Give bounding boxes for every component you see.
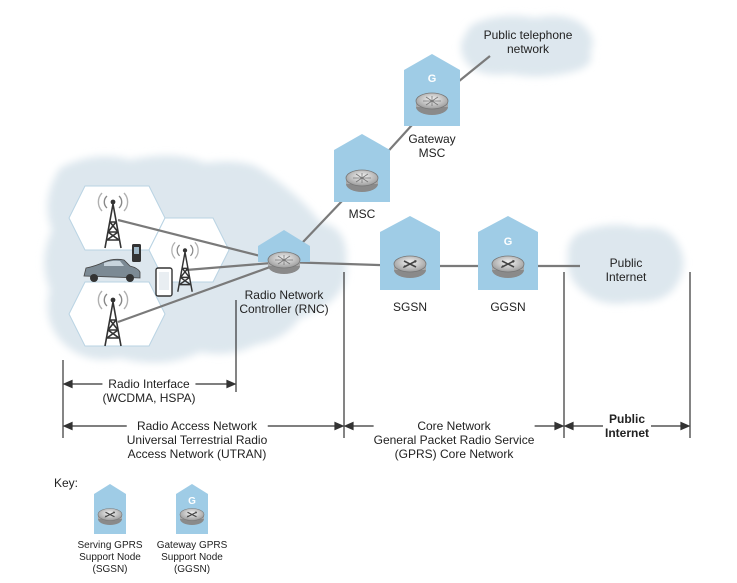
- gateway-msc-label-line1: Gateway: [408, 132, 456, 146]
- gateway-msc-label: Gateway MSC: [408, 132, 455, 160]
- link-tower1-rnc: [117, 218, 285, 264]
- key-ggsn-router-icon: [179, 508, 205, 526]
- sgsn-router-icon: [393, 255, 427, 279]
- key-sgsn-line3: (SGSN): [92, 564, 128, 575]
- car-icon: [83, 258, 141, 282]
- mobile-phone-icon: [132, 244, 141, 262]
- rnc-router-icon: [267, 251, 301, 275]
- internet-cloud-label-line1: Public: [609, 256, 643, 270]
- radio-interface-title: Radio Interface: [102, 377, 196, 391]
- internet-cloud-label: Public Internet: [606, 256, 647, 284]
- public-telephone-network-cloud: [461, 15, 593, 77]
- gateway-msc-router-icon: [415, 92, 449, 116]
- gateway-msc-g-badge: G: [428, 73, 437, 85]
- pstn-label-line1: Public telephone: [483, 28, 573, 42]
- msc-label: MSC: [348, 207, 376, 221]
- key-sgsn-label: Serving GPRS Support Node (SGSN): [77, 540, 142, 576]
- public-internet-span-line1: Public: [602, 412, 652, 426]
- public-internet-span-line2: Internet: [602, 426, 652, 440]
- key-sgsn-line1: Serving GPRS: [77, 540, 143, 551]
- ggsn-g-badge: G: [504, 236, 513, 248]
- key-ggsn-g-badge: G: [188, 496, 196, 507]
- sgsn-label: SGSN: [392, 300, 428, 314]
- public-internet-span-label: Public Internet: [602, 412, 652, 440]
- key-ggsn-line3: (GGSN): [173, 564, 211, 575]
- key-title: Key:: [54, 476, 79, 490]
- gateway-msc-house: [404, 54, 460, 126]
- link-tower3-rnc: [117, 260, 285, 324]
- key-ggsn-label: Gateway GPRS Support Node (GGSN): [157, 540, 228, 576]
- sgsn-house: [380, 216, 440, 290]
- ran-sub2: Access Network (UTRAN): [127, 447, 267, 461]
- msc-router-icon: [345, 169, 379, 193]
- ggsn-label: GGSN: [490, 300, 526, 314]
- core-sub1: General Packet Radio Service: [373, 433, 535, 447]
- rnc-label: Radio Network Controller (RNC): [239, 288, 328, 316]
- radio-interface-span-label: Radio Interface (WCDMA, HSPA): [102, 377, 196, 405]
- core-sub2: (GPRS) Core Network: [394, 447, 514, 461]
- tablet-phone-icon: [155, 267, 173, 297]
- core-title: Core Network: [373, 419, 535, 433]
- gateway-msc-label-line2: MSC: [418, 146, 446, 160]
- radio-interface-sub: (WCDMA, HSPA): [102, 391, 196, 405]
- pstn-label-line2: network: [506, 42, 550, 56]
- cell-bottom: [68, 281, 166, 347]
- internet-cloud-label-line2: Internet: [605, 270, 647, 284]
- ggsn-router-icon: [491, 255, 525, 279]
- core-span-label: Core Network General Packet Radio Servic…: [373, 419, 535, 461]
- ran-sub1: Universal Terrestrial Radio: [126, 433, 268, 447]
- cell-hexagons: [68, 185, 230, 347]
- pstn-label: Public telephone network: [484, 28, 573, 56]
- key-ggsn-line1: Gateway GPRS: [156, 540, 228, 551]
- link-tower2-rnc: [185, 260, 285, 272]
- public-internet-cloud: [567, 224, 684, 304]
- ggsn-house: [478, 216, 538, 290]
- rnc-house: [258, 230, 310, 262]
- rnc-label-line1: Radio Network: [244, 288, 324, 302]
- ran-span-label: Radio Access Network Universal Terrestri…: [126, 419, 268, 461]
- rnc-label-line2: Controller (RNC): [239, 302, 329, 316]
- ran-title: Radio Access Network: [126, 419, 268, 433]
- key-sgsn-line2: Support Node: [79, 552, 141, 563]
- key-ggsn-line2: Support Node: [161, 552, 223, 563]
- span-boundary-lines: [62, 272, 691, 438]
- key-sgsn-router-icon: [97, 508, 123, 526]
